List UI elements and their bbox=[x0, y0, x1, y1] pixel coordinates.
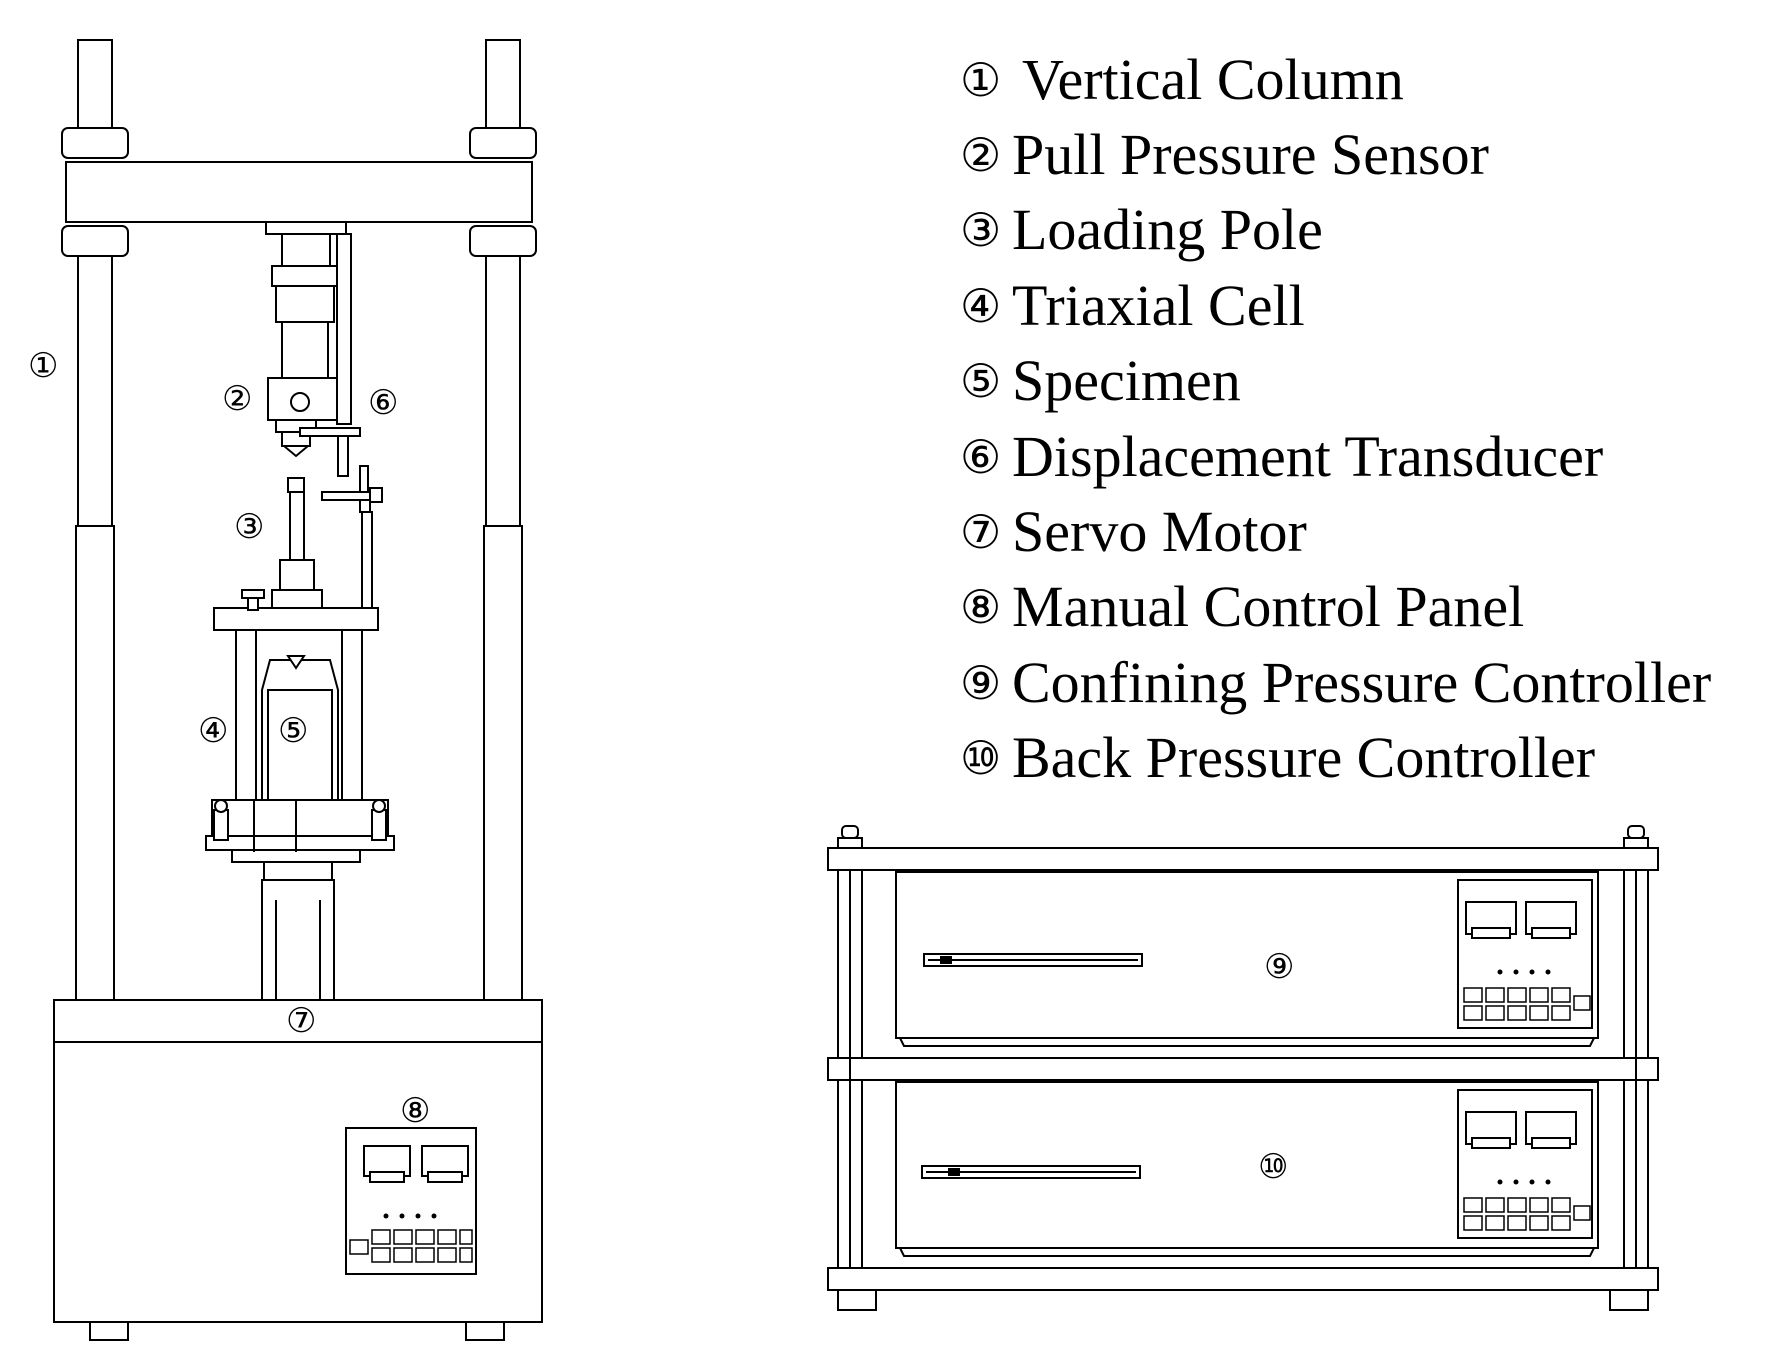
rack-cap-left bbox=[841, 825, 859, 839]
sensor-lower-body bbox=[281, 321, 329, 379]
legend: ① Vertical Column ② Pull Pressure Sensor… bbox=[960, 42, 1760, 796]
rack-foot-left bbox=[837, 1289, 877, 1311]
legend-item-10: ⑩ Back Pressure Controller bbox=[960, 721, 1760, 796]
cell-bolt-left bbox=[213, 809, 229, 841]
legend-item-1: ① Vertical Column bbox=[960, 42, 1760, 117]
legend-number: ④ bbox=[960, 278, 1002, 333]
confining-pressure-controller bbox=[895, 871, 1599, 1047]
right-column-lower bbox=[483, 525, 523, 1027]
legend-label: Servo Motor bbox=[1012, 499, 1307, 565]
legend-number: ② bbox=[960, 128, 1002, 183]
legend-number: ⑥ bbox=[960, 429, 1002, 484]
legend-label: Triaxial Cell bbox=[1012, 272, 1305, 338]
cell-top-plate bbox=[213, 607, 379, 631]
legend-number: ① bbox=[960, 52, 1002, 107]
legend-item-2: ② Pull Pressure Sensor bbox=[960, 117, 1760, 192]
manual-control-panel bbox=[345, 1127, 477, 1275]
left-foot bbox=[89, 1321, 129, 1341]
legend-item-9: ⑨ Confining Pressure Controller bbox=[960, 645, 1760, 720]
legend-label: Displacement Transducer bbox=[1012, 423, 1604, 489]
pole-gland bbox=[279, 559, 315, 591]
cell-right-wall bbox=[341, 629, 363, 801]
left-upper-nut bbox=[61, 127, 129, 159]
crosshead bbox=[65, 161, 533, 223]
legend-number: ⑩ bbox=[960, 731, 1002, 786]
rack-cap-right bbox=[1627, 825, 1645, 839]
legend-number: ⑧ bbox=[960, 580, 1002, 635]
callout-6: ⑥ bbox=[368, 383, 398, 423]
controller-rack: ⑨ ⑩ bbox=[827, 825, 1659, 1311]
cell-base bbox=[211, 799, 389, 837]
legend-number: ⑨ bbox=[960, 655, 1002, 710]
rack-middle-shelf bbox=[827, 1057, 1659, 1081]
legend-item-6: ⑥ Displacement Transducer bbox=[960, 419, 1760, 494]
sensor-upper-body bbox=[275, 285, 335, 323]
cell-left-wall bbox=[235, 629, 257, 801]
sensor-neck bbox=[281, 233, 331, 267]
legend-label: Loading Pole bbox=[1012, 197, 1323, 263]
transducer-probe bbox=[337, 435, 349, 477]
callout-2: ② bbox=[222, 379, 252, 419]
pedestal-top bbox=[263, 861, 333, 881]
legend-label: Back Pressure Controller bbox=[1012, 725, 1596, 791]
callout-4: ④ bbox=[198, 711, 228, 751]
transducer-support bbox=[361, 511, 373, 613]
sensor-bolt bbox=[290, 392, 310, 412]
callout-5: ⑤ bbox=[278, 711, 308, 751]
callout-9: ⑨ bbox=[1264, 947, 1294, 987]
callout-3: ③ bbox=[234, 507, 264, 547]
cell-bolt-head-left bbox=[214, 799, 228, 813]
rack-foot-right bbox=[1609, 1289, 1649, 1311]
pole-seal bbox=[271, 589, 323, 609]
pedestal bbox=[261, 879, 335, 1001]
callout-10: ⑩ bbox=[1258, 1147, 1288, 1187]
pole-tip bbox=[286, 655, 306, 670]
right-foot bbox=[465, 1321, 505, 1341]
right-lower-nut bbox=[469, 225, 537, 257]
legend-label: Manual Control Panel bbox=[1012, 574, 1525, 640]
back-pressure-controller bbox=[895, 1081, 1599, 1257]
transducer-clamp bbox=[369, 487, 383, 503]
legend-number: ⑦ bbox=[960, 505, 1002, 560]
legend-label: Confining Pressure Controller bbox=[1012, 649, 1712, 715]
specimen bbox=[267, 689, 333, 801]
legend-item-4: ④ Triaxial Cell bbox=[960, 268, 1760, 343]
legend-item-3: ③ Loading Pole bbox=[960, 193, 1760, 268]
left-column-lower bbox=[75, 525, 115, 1027]
rack-bottom-shelf bbox=[827, 1267, 1659, 1291]
legend-item-7: ⑦ Servo Motor bbox=[960, 494, 1760, 569]
right-column-top bbox=[485, 39, 521, 131]
right-column bbox=[485, 255, 521, 527]
left-lower-nut bbox=[61, 225, 129, 257]
left-column bbox=[77, 255, 113, 527]
cell-valve-knob bbox=[241, 589, 265, 599]
right-upper-nut bbox=[469, 127, 537, 159]
rack-top-shelf bbox=[827, 847, 1659, 871]
callout-1: ① bbox=[28, 346, 58, 386]
transducer-rod bbox=[336, 233, 352, 425]
transducer-stud bbox=[359, 499, 371, 513]
legend-item-5: ⑤ Specimen bbox=[960, 344, 1760, 419]
left-column-top bbox=[77, 39, 113, 131]
legend-label: Specimen bbox=[1012, 348, 1241, 414]
transducer-arm bbox=[299, 427, 361, 437]
callout-7: ⑦ bbox=[286, 1001, 316, 1041]
cell-base-plate bbox=[205, 835, 395, 851]
rack-cap-base-right bbox=[1623, 837, 1649, 849]
legend-number: ⑤ bbox=[960, 354, 1002, 409]
sensor-collar bbox=[271, 265, 339, 287]
cell-bolt-right bbox=[371, 809, 387, 841]
sensor-point bbox=[281, 445, 311, 458]
rack-cap-base-left bbox=[837, 837, 863, 849]
legend-item-8: ⑧ Manual Control Panel bbox=[960, 570, 1760, 645]
legend-label: Pull Pressure Sensor bbox=[1012, 122, 1489, 188]
callout-8: ⑧ bbox=[400, 1091, 430, 1131]
sensor-mount bbox=[265, 221, 347, 235]
cell-bolt-head-right bbox=[372, 799, 386, 813]
legend-number: ③ bbox=[960, 203, 1002, 258]
pole-cap bbox=[287, 477, 305, 493]
loading-frame: ① ② ⑥ ③ ④ ⑤ ⑦ ⑧ bbox=[28, 39, 543, 1341]
legend-label: Vertical Column bbox=[1022, 46, 1404, 112]
